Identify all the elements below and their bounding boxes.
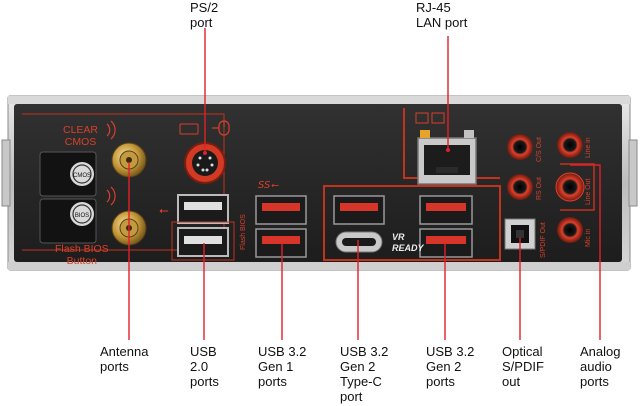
mouse-icon [212,120,230,136]
legend-mic-in: Mic in [585,228,592,247]
label-usb20-ports: USB 2.0 ports [190,344,219,389]
flash-bios-button[interactable]: BIOS [39,198,97,244]
audio-jack-cs-out[interactable] [507,134,533,160]
audio-jack-mic-in[interactable] [557,217,583,243]
usb32-gen2-port-left[interactable] [333,195,385,225]
svg-text:CMOS: CMOS [73,173,91,179]
usb-type-c-port[interactable] [335,231,383,253]
panel-outline [22,113,225,251]
legend-line-in: Line in [585,137,592,158]
audio-jack-line-in[interactable] [557,132,583,158]
flash-bios-vertical-label: Flash BIOS [240,214,247,250]
usb20-port-top[interactable] [177,194,229,224]
flash-bios-button-label: Flash BIOS Button [55,243,109,267]
gen2-red-block [323,185,501,261]
usb32-gen2-port-top[interactable] [419,195,473,225]
audio-outline [560,163,595,211]
label-optical-spdif-out: Optical S/PDIF out [502,344,544,389]
usb32-gen1-port-bottom[interactable] [255,228,307,258]
legend-cs-out: C/S Out [536,137,543,162]
clear-cmos-button[interactable]: CMOS [39,151,97,197]
label-antenna-ports: Antenna ports [100,344,149,374]
label-rj45-lan-port: RJ-45 LAN port [416,0,468,30]
label-analog-audio-ports: Analog audio ports [580,344,621,389]
ss-usb-icon: SS⭠ [258,180,279,191]
usb32-gen2-port-bottom[interactable] [419,228,473,258]
label-ps2-port: PS/2 port [190,0,219,30]
audio-jack-rs-out[interactable] [507,174,533,200]
clear-cmos-label: CLEAR CMOS [63,124,99,148]
legend-rs-out: RS Out [536,177,543,200]
svg-text:BIOS: BIOS [75,213,89,219]
wifi-icon [106,120,116,206]
rj45-port[interactable] [403,108,500,185]
usb20-port-bottom[interactable] [177,227,229,257]
usb32-gen1-port-top[interactable] [255,195,307,225]
label-usb32-gen2-type-c-port: USB 3.2 Gen 2 Type-C port [340,344,389,404]
legend-spdif-out: S/PDIF Out [540,222,547,258]
label-usb32-gen1-ports: USB 3.2 Gen 1 ports [258,344,307,389]
keyboard-icon [179,123,199,135]
usb20-outline [171,221,235,261]
usb-icon: ⭠ [159,203,169,217]
legend-line-out: Line Out [585,178,592,205]
lan-icon [415,112,445,124]
vr-ready-label: VR READY [392,232,424,253]
leader-lines [128,28,601,340]
audio-jack-line-out[interactable] [555,172,585,202]
label-usb32-gen2-ports: USB 3.2 Gen 2 ports [426,344,475,389]
